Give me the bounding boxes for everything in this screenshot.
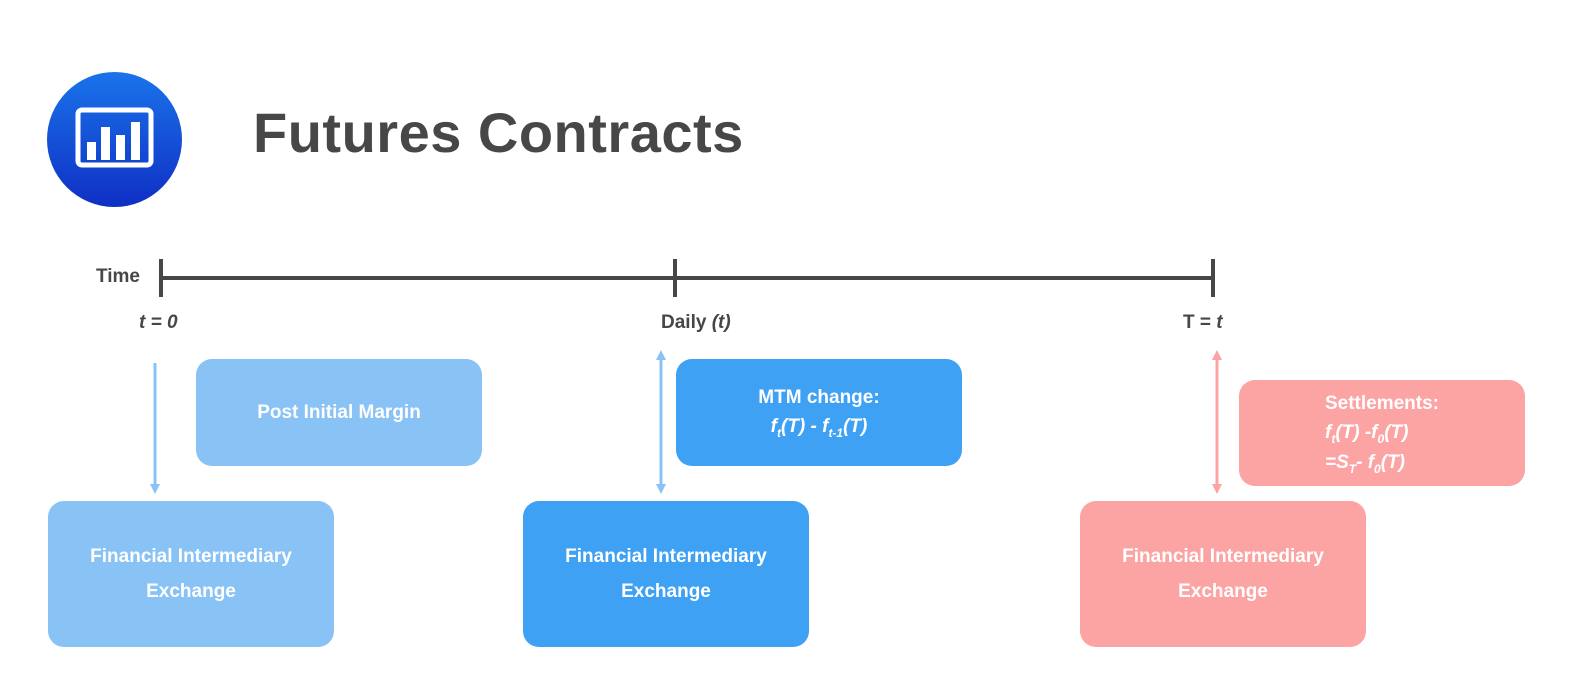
- party-line-1: Financial Intermediary: [90, 546, 292, 567]
- page-title: Futures Contracts: [253, 101, 744, 164]
- settlements-box: Settlements: ft(T) -f0(T) =ST- f0(T): [1239, 380, 1525, 486]
- tick-label-daily: Daily (t): [661, 312, 731, 333]
- party-line-2: Exchange: [1178, 581, 1268, 602]
- time-axis-label: Time: [96, 266, 141, 287]
- action-label: MTM change:: [758, 387, 880, 409]
- party-line-2: Exchange: [146, 581, 236, 602]
- post-initial-margin-box: Post Initial Margin: [196, 359, 482, 466]
- tick-label-start: t = 0: [139, 312, 178, 333]
- settlement-formula-line-2: =ST- f0(T): [1324, 451, 1405, 476]
- financial-intermediary-box-daily: Financial Intermediary Exchange: [523, 501, 809, 647]
- tick-label-maturity: T = t: [1183, 312, 1223, 333]
- mtm-formula: ft(T) - ft-1(T): [770, 416, 868, 440]
- financial-intermediary-box-initial: Financial Intermediary Exchange: [48, 501, 334, 647]
- party-line-1: Financial Intermediary: [565, 546, 767, 567]
- action-label: Post Initial Margin: [257, 402, 421, 423]
- mtm-change-box: MTM change: ft(T) - ft-1(T): [676, 359, 962, 466]
- financial-intermediary-box-maturity: Financial Intermediary Exchange: [1080, 501, 1366, 647]
- party-line-1: Financial Intermediary: [1122, 546, 1324, 567]
- action-label: Settlements:: [1324, 392, 1440, 414]
- party-line-2: Exchange: [621, 581, 711, 602]
- settlement-formula-line-1: ft(T) -f0(T): [1324, 421, 1409, 446]
- bar-chart-icon: [75, 107, 154, 168]
- logo-badge: [47, 72, 182, 207]
